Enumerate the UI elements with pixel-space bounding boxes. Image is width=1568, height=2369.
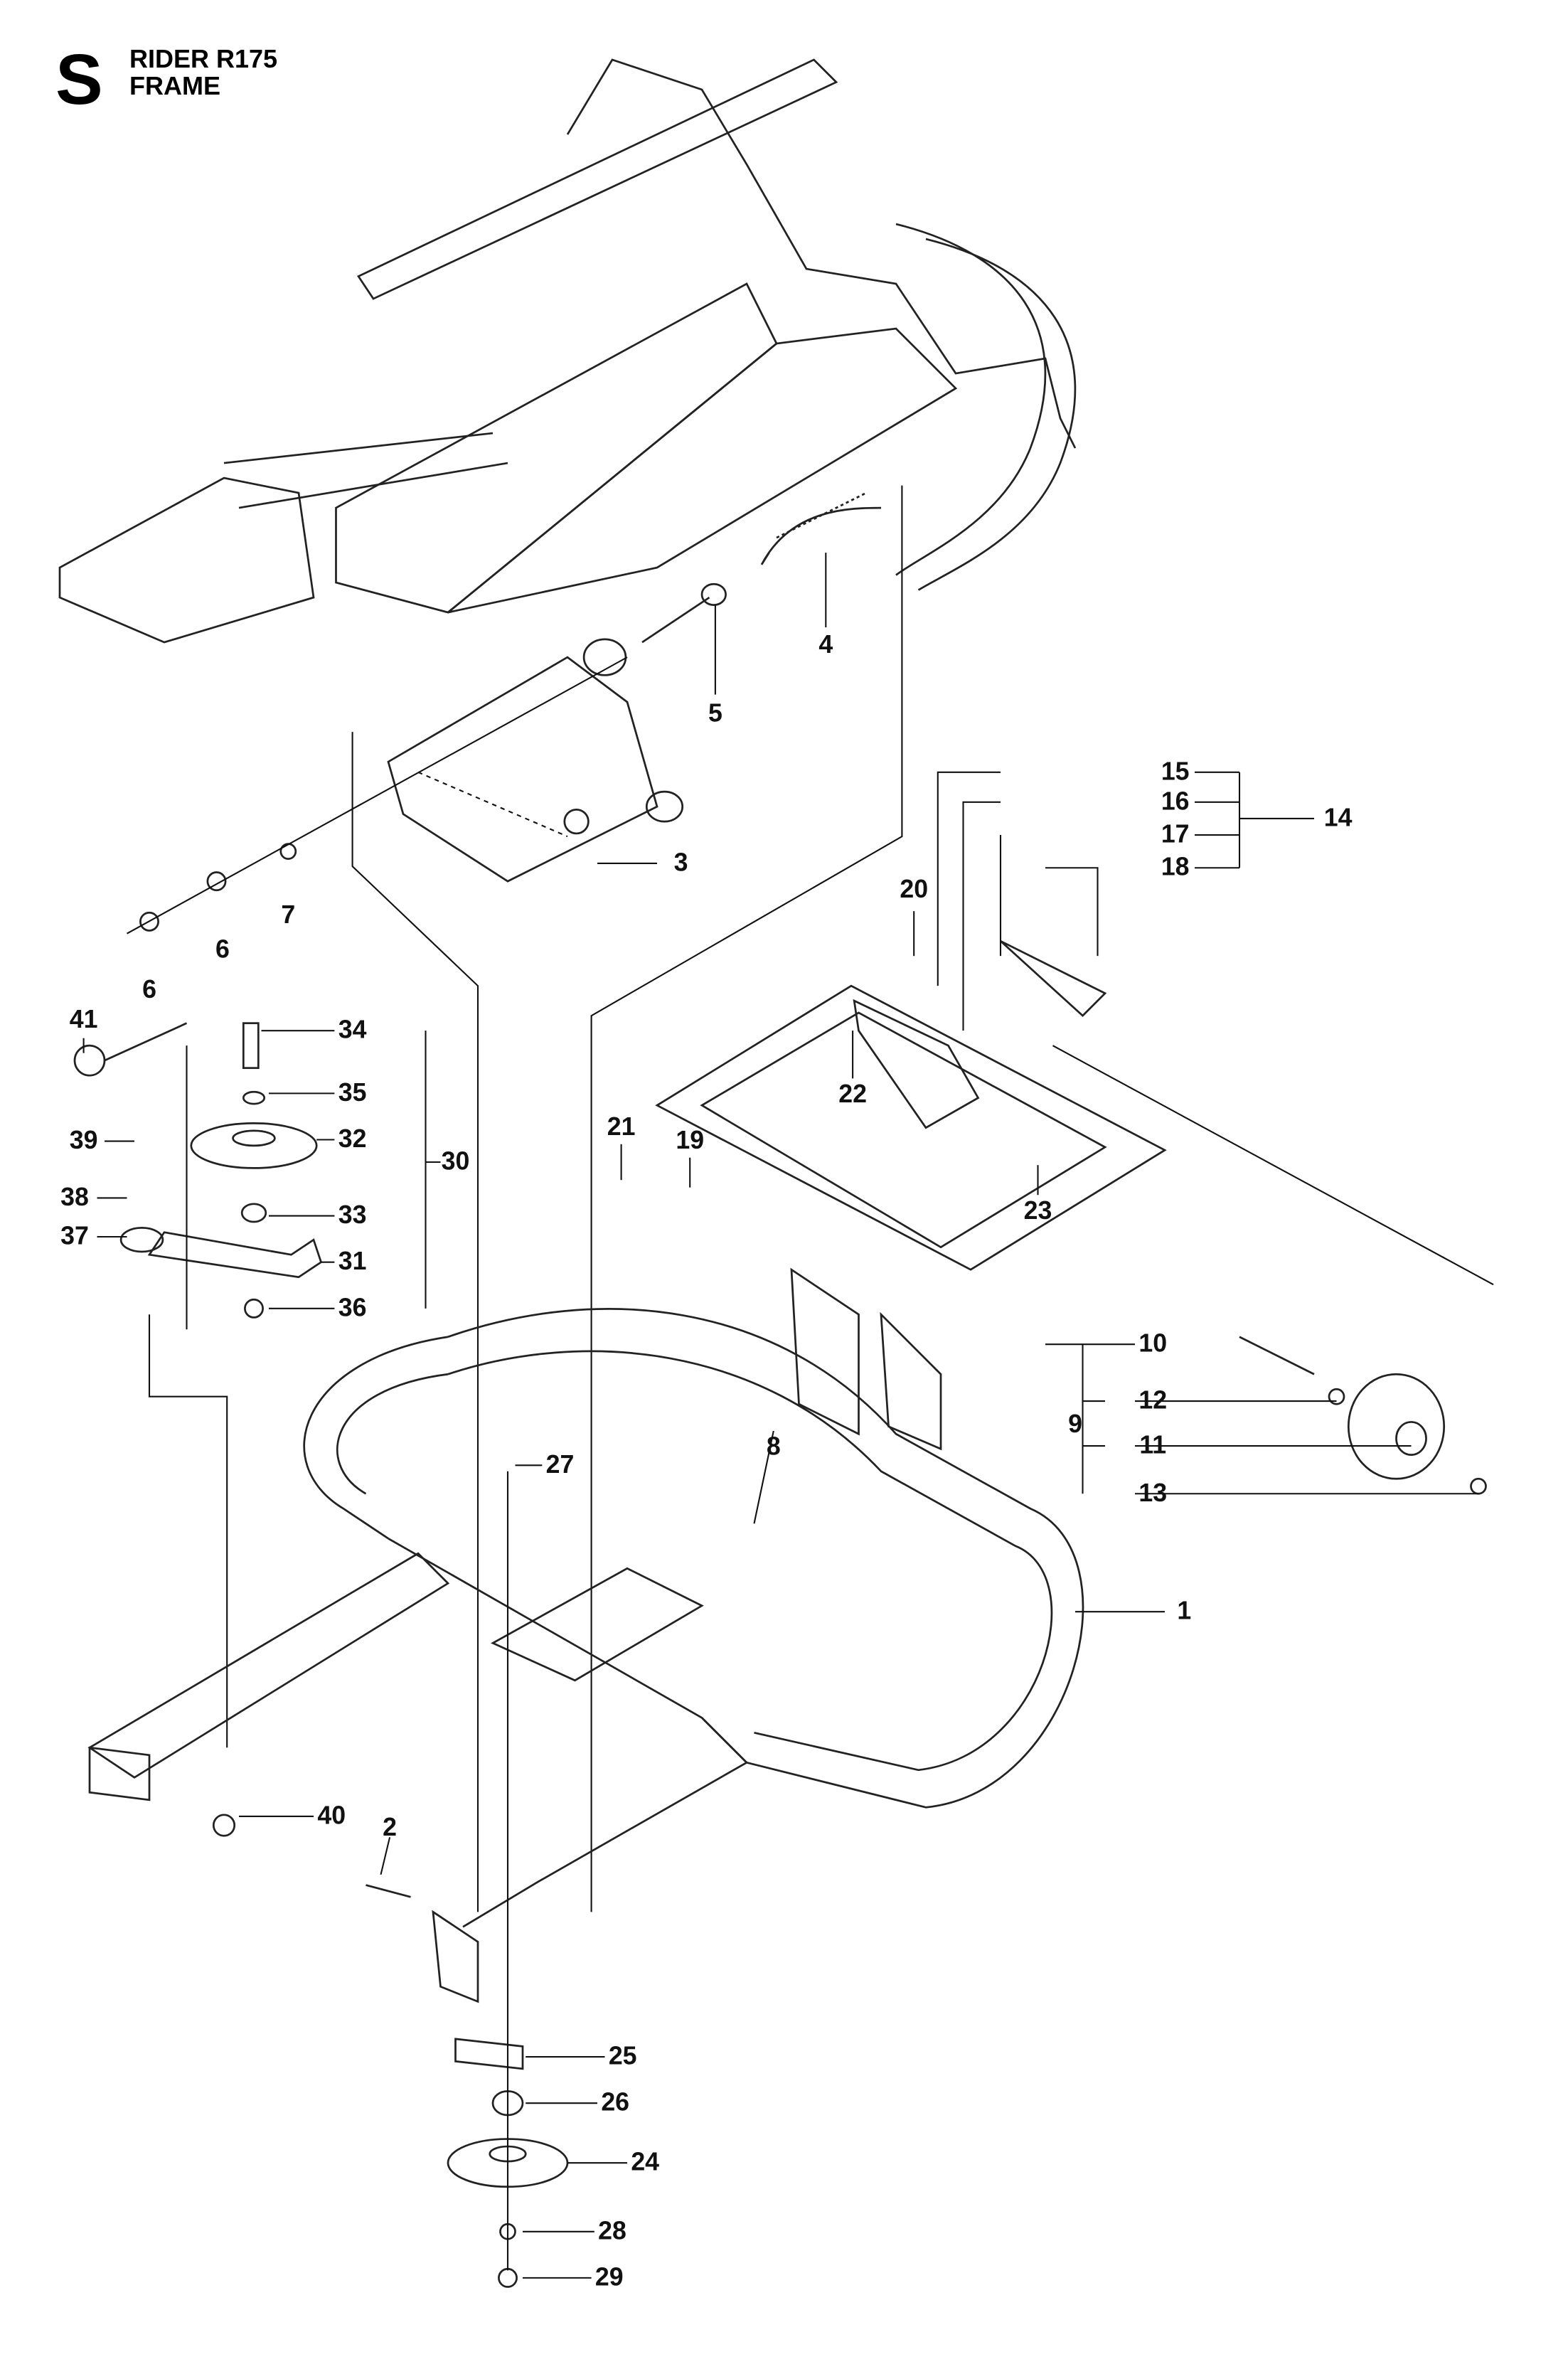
callout-39: 39 [70, 1126, 98, 1154]
callout-35: 35 [338, 1078, 367, 1107]
callout-1: 1 [1177, 1597, 1191, 1625]
callout-23: 23 [1024, 1196, 1052, 1225]
callout-41: 41 [70, 1005, 98, 1033]
callout-6: 6 [142, 975, 156, 1004]
leader-line [380, 1837, 391, 1875]
callout-30: 30 [442, 1146, 470, 1175]
callout-14: 14 [1324, 803, 1353, 831]
callout-13: 13 [1138, 1479, 1167, 1507]
callout-8: 8 [767, 1432, 781, 1461]
roller-wheel [1239, 1336, 1487, 1495]
callout-12: 12 [1138, 1386, 1167, 1415]
callout-37: 37 [60, 1222, 89, 1250]
callout-15: 15 [1161, 757, 1190, 785]
callout-5: 5 [708, 698, 722, 727]
callout-16: 16 [1161, 787, 1190, 815]
idler-pulley-assembly [73, 1022, 323, 1748]
assembly-name: FRAME [129, 71, 220, 100]
callout-38: 38 [60, 1183, 89, 1211]
callout-21: 21 [607, 1112, 636, 1141]
callout-19: 19 [676, 1126, 704, 1154]
callout-4: 4 [818, 630, 833, 659]
callout-34: 34 [338, 1016, 367, 1044]
callout-10: 10 [1138, 1329, 1167, 1358]
section-letter: S [55, 40, 103, 119]
callout-17: 17 [1161, 820, 1190, 848]
lower-pulley-assembly [212, 1471, 569, 2288]
callout-22: 22 [838, 1080, 867, 1108]
callout-36: 36 [338, 1293, 367, 1321]
leader-line [753, 1430, 774, 1524]
callout-40: 40 [317, 1801, 346, 1829]
callout-25: 25 [609, 2042, 637, 2070]
main-frame-tube [87, 1308, 1084, 2003]
callout-18: 18 [1161, 853, 1190, 881]
model-name: RIDER R175 [129, 44, 278, 73]
callout-2: 2 [383, 1813, 397, 1841]
callout-28: 28 [598, 2216, 626, 2245]
callout-31: 31 [338, 1247, 367, 1275]
callout-labels: 1234566789101112131415161718192021222324… [60, 553, 1478, 2291]
callout-29: 29 [595, 2262, 624, 2291]
callout-27: 27 [546, 1450, 575, 1479]
lift-bracket [655, 939, 1494, 1451]
callout-20: 20 [900, 875, 928, 903]
tension-spring-assembly [126, 491, 882, 935]
callout-26: 26 [601, 2088, 629, 2117]
callout-32: 32 [338, 1124, 367, 1153]
callout-33: 33 [338, 1201, 367, 1229]
callout-3: 3 [674, 848, 688, 876]
callout-9: 9 [1068, 1410, 1082, 1438]
callout-7: 7 [281, 900, 295, 929]
callout-11: 11 [1139, 1431, 1166, 1459]
callout-6: 6 [215, 935, 230, 963]
upper-chassis [58, 58, 1077, 883]
diagram-title: RIDER R175 FRAME [129, 46, 277, 100]
callout-24: 24 [631, 2148, 659, 2176]
